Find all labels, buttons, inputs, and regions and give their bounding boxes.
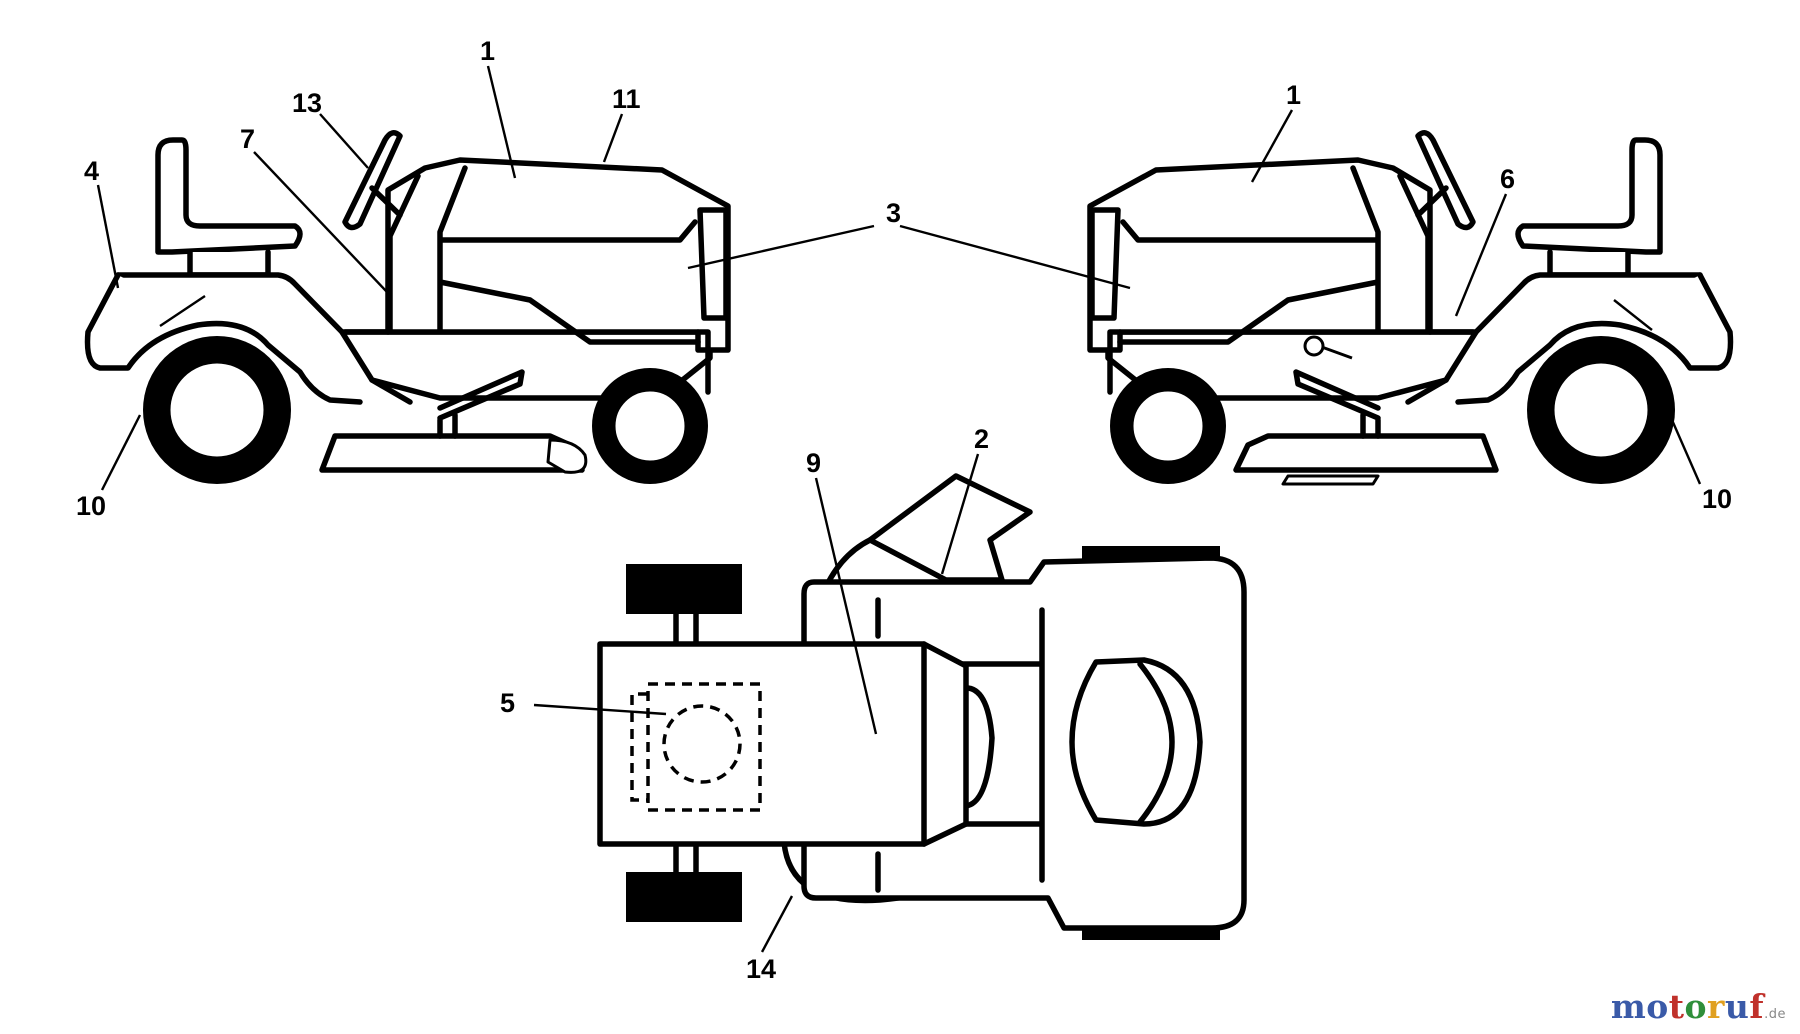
mower-deck	[1233, 433, 1499, 473]
dash-panel	[1397, 173, 1431, 333]
callout-label: 6	[1500, 164, 1515, 194]
top-callouts: 2 9 5 14	[500, 424, 989, 984]
deck-link	[1293, 369, 1381, 439]
callout-label: 5	[500, 688, 515, 718]
front-tire-top	[626, 564, 742, 614]
steering-column	[369, 185, 403, 218]
hood-front-panel	[697, 207, 729, 321]
hood-shape	[1117, 165, 1381, 345]
seat	[1515, 137, 1663, 255]
mower-deck	[319, 433, 585, 473]
callout-label: 7	[240, 124, 255, 154]
callout-label: 11	[612, 84, 641, 114]
seat-base	[187, 249, 271, 278]
deck-chute	[546, 438, 588, 474]
steering-column	[1415, 185, 1449, 218]
steering-wheel	[1415, 130, 1476, 231]
callout-label: 3	[886, 198, 901, 228]
watermark-letter: r	[1707, 987, 1725, 1026]
frame	[1107, 329, 1479, 405]
watermark-letter: u	[1724, 987, 1750, 1026]
seat-base	[1547, 249, 1631, 278]
watermark-letter: m	[1610, 987, 1647, 1026]
left-side-view	[84, 130, 731, 484]
rear-fender-outline	[1455, 272, 1734, 405]
callout-label: 14	[746, 954, 776, 984]
callout-label: 1	[1286, 80, 1301, 110]
decal-circle	[662, 704, 742, 784]
watermark-suffix: .de	[1764, 1007, 1786, 1022]
callout-3: 3	[687, 198, 1131, 290]
seat	[155, 137, 303, 255]
motoruf-watermark: motoruf.de	[1611, 987, 1786, 1026]
watermark-letter: t	[1668, 987, 1685, 1026]
frame	[339, 329, 711, 405]
right-side-view	[1087, 130, 1734, 486]
discharge-chute	[867, 473, 1033, 583]
watermark-letter: o	[1646, 987, 1669, 1026]
watermark-letter: f	[1749, 987, 1765, 1026]
decal-outline	[646, 682, 762, 812]
steering-wheel	[342, 130, 403, 231]
callout-label: 10	[76, 491, 106, 521]
hood-top	[597, 641, 969, 847]
hood-front-panel	[1089, 207, 1121, 321]
left-callouts: 1 11 13 7 4 10	[76, 36, 641, 521]
seat-top	[1069, 657, 1203, 827]
callout-label: 13	[292, 88, 322, 118]
front-tire-bottom	[626, 872, 742, 922]
callout-label: 1	[480, 36, 495, 66]
dash-panel	[387, 173, 421, 333]
callout-label: 4	[84, 156, 99, 186]
callout-label: 9	[806, 448, 821, 478]
callout-label: 2	[974, 424, 989, 454]
watermark-letter: o	[1684, 987, 1708, 1026]
hood-shape	[437, 165, 701, 345]
deck-link	[437, 369, 525, 439]
top-view	[597, 473, 1247, 940]
callout-label: 10	[1702, 484, 1732, 514]
deck-plate	[1281, 474, 1380, 486]
rear-fender-outline	[84, 272, 363, 405]
right-callouts: 1 6 10	[1250, 80, 1732, 514]
